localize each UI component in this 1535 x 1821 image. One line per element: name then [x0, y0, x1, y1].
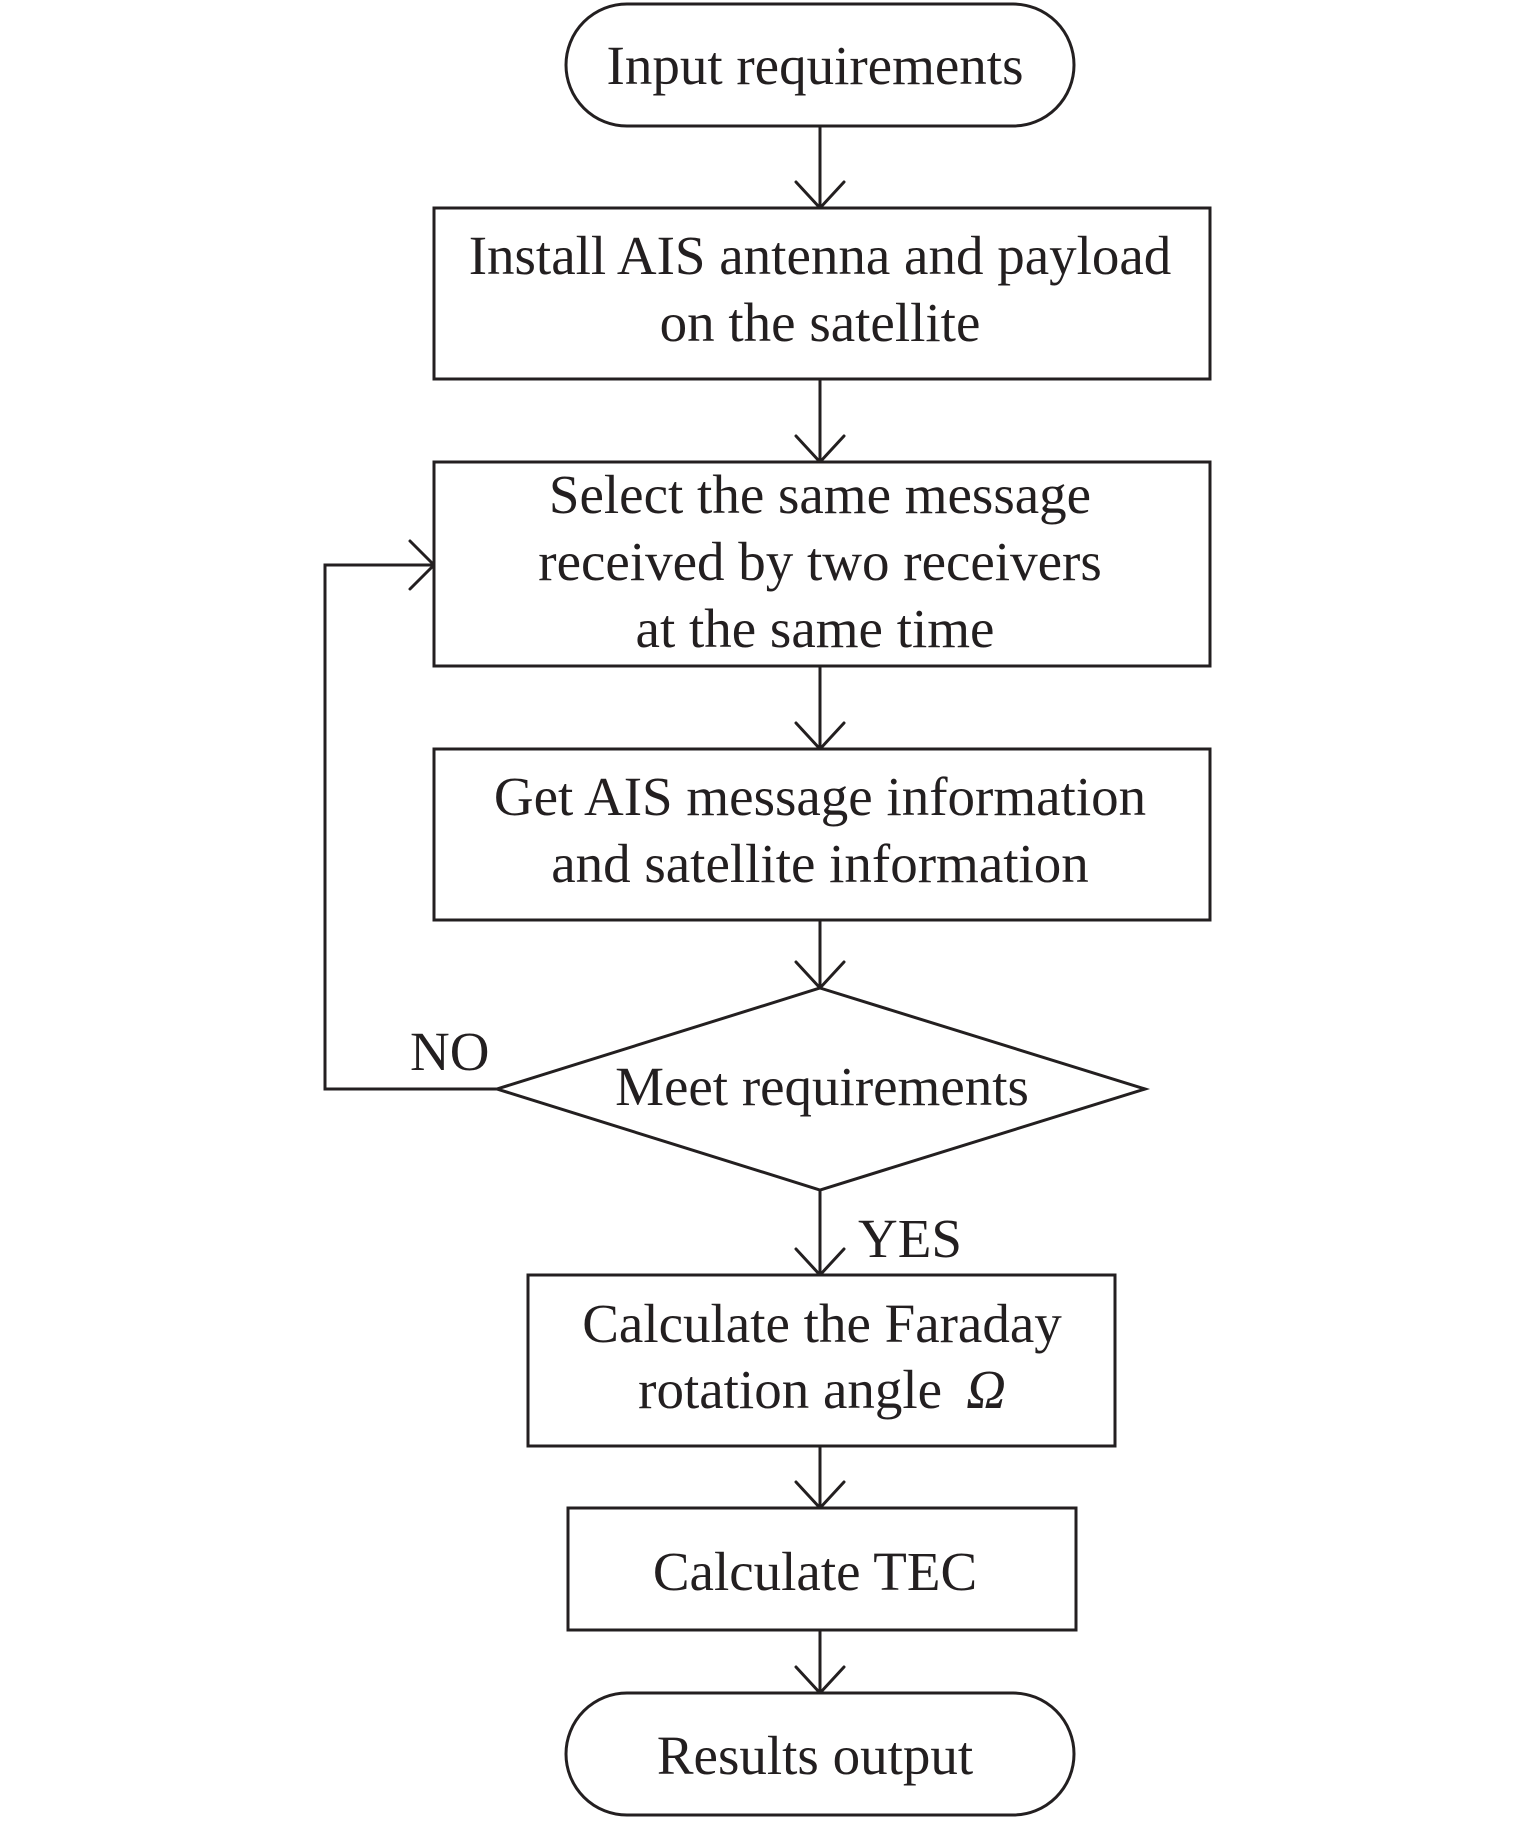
faraday-label-line-2-text: rotation angle — [638, 1359, 942, 1420]
faraday-label-line-2: rotation angle Ω — [638, 1359, 1006, 1420]
get-info-label-line-1: Get AIS message information — [494, 766, 1146, 827]
select-label-line-3: at the same time — [636, 598, 995, 659]
install-label-line-1: Install AIS antenna and payload — [469, 225, 1172, 286]
install-label-line-2: on the satellite — [660, 292, 981, 353]
start-terminator: Input requirements — [564, 2, 1076, 128]
yes-branch-label: YES — [858, 1208, 962, 1269]
get-info-label-line-2: and satellite information — [551, 833, 1089, 894]
tec-label: Calculate TEC — [653, 1541, 977, 1602]
no-branch-label: NO — [410, 1021, 489, 1082]
faraday-label-line-1: Calculate the Faraday — [582, 1293, 1062, 1354]
select-label-line-2: received by two receivers — [538, 531, 1101, 592]
start-label: Input requirements — [607, 35, 1024, 96]
end-terminator: Results output — [564, 1691, 1076, 1817]
select-label-line-1: Select the same message — [549, 464, 1091, 525]
get-info-process-box: Get AIS message information and satellit… — [432, 747, 1212, 922]
tec-process-box: Calculate TEC — [566, 1506, 1078, 1632]
end-label: Results output — [657, 1725, 973, 1786]
faraday-angle-symbol: Ω — [966, 1359, 1006, 1420]
install-process-box: Install AIS antenna and payload on the s… — [432, 206, 1212, 381]
decision-diamond: Meet requirements — [491, 986, 1151, 1192]
faraday-process-box: Calculate the Faraday rotation angle Ω — [526, 1273, 1117, 1448]
decision-label: Meet requirements — [615, 1056, 1029, 1117]
connector-no-loop — [323, 563, 497, 1091]
select-process-box: Select the same message received by two … — [432, 460, 1212, 668]
